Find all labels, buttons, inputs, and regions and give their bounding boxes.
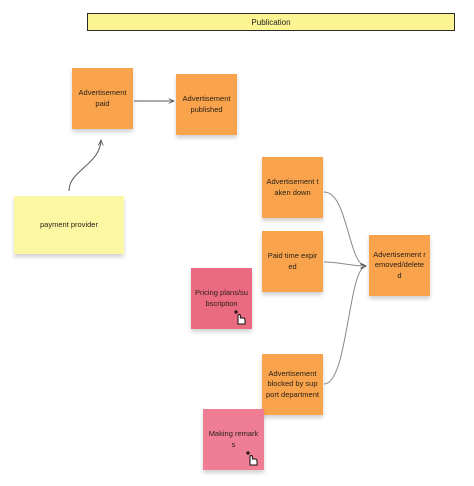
hand-plus-cursor-icon: [244, 450, 260, 466]
frame-title[interactable]: Publication: [87, 13, 455, 31]
note-payment-provider[interactable]: payment provider: [14, 196, 124, 254]
note-advertisement-removed[interactable]: Advertisement removed/deleted: [369, 235, 430, 296]
note-advertisement-blocked[interactable]: Advertisement blocked by support departm…: [262, 354, 323, 415]
note-paid-time-expired[interactable]: Paid time expired: [262, 231, 323, 292]
hand-plus-cursor-icon: [232, 309, 248, 325]
arrow-blocked-to-removed: [323, 266, 366, 385]
arrow-provider-to-paid: [68, 140, 101, 192]
note-advertisement-published[interactable]: Advertisement published: [176, 74, 237, 135]
arrow-expired-to-removed: [323, 261, 366, 266]
note-advertisement-paid[interactable]: Advertisement paid: [72, 68, 133, 129]
note-advertisement-taken-down[interactable]: Advertisement taken down: [262, 157, 323, 218]
arrow-takendown-to-removed: [323, 191, 366, 266]
